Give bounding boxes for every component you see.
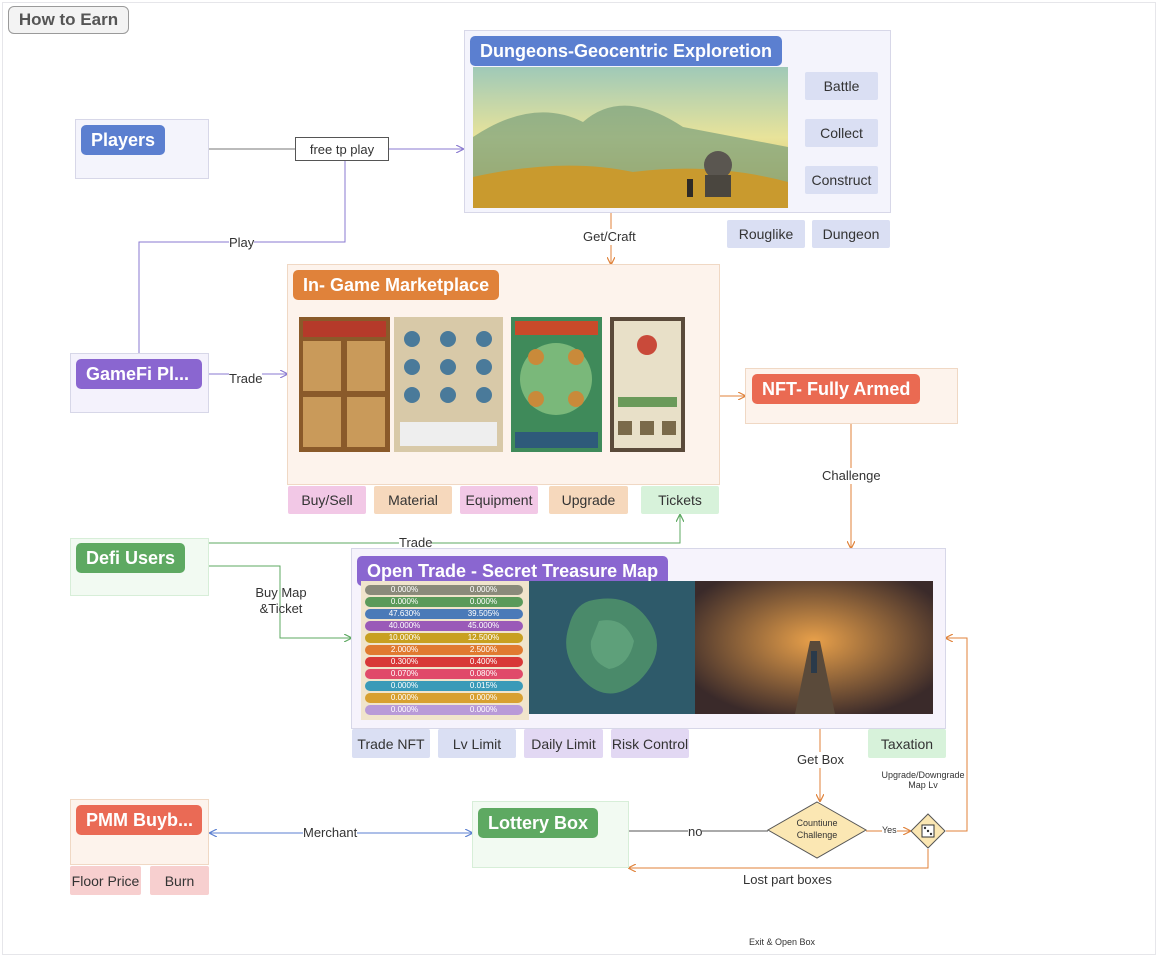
rate-a: 0.000%: [390, 597, 419, 606]
rate-a: 0.070%: [390, 669, 419, 678]
players-title[interactable]: Players: [81, 125, 166, 155]
tag-material[interactable]: Material: [374, 486, 452, 514]
rate-row: 0.070% 0.080%: [365, 669, 523, 679]
action-collect[interactable]: Collect: [805, 119, 878, 147]
buy-map-label: Buy Map &Ticket: [255, 585, 307, 616]
tag-equipment[interactable]: Equipment: [460, 486, 538, 514]
rate-a: 0.300%: [390, 657, 419, 666]
line-lost: [629, 849, 929, 868]
continue-challenge-diamond[interactable]: Countiune Challenge: [767, 801, 867, 859]
rate-b: 0.000%: [469, 693, 498, 702]
dungeons-landscape-image: [473, 67, 788, 208]
rate-row: 10.000% 12.500%: [365, 633, 523, 643]
rate-b: 2.500%: [469, 645, 498, 654]
rate-row: 0.000% 0.000%: [365, 705, 523, 715]
shop-screenshot-2: [394, 317, 503, 452]
action-battle[interactable]: Battle: [805, 72, 878, 100]
rate-a: 0.000%: [390, 693, 419, 702]
lost-label: Lost part boxes: [743, 872, 832, 888]
get-box-label: Get Box: [797, 752, 844, 768]
shop-screenshot-3: [511, 317, 602, 452]
rate-row: 0.000% 0.000%: [365, 693, 523, 703]
rate-row: 0.000% 0.000%: [365, 585, 523, 595]
rate-row: 47.630% 39.505%: [365, 609, 523, 619]
pmm-title[interactable]: PMM Buyb...: [76, 805, 202, 835]
rate-row: 2.000% 2.500%: [365, 645, 523, 655]
rate-b: 0.015%: [469, 681, 498, 690]
tag-upgrade[interactable]: Upgrade: [549, 486, 628, 514]
tag-trade-nft[interactable]: Trade NFT: [352, 729, 430, 758]
line-defi-trade: [209, 515, 680, 544]
defi-title[interactable]: Defi Users: [76, 543, 186, 573]
rate-b: 0.000%: [469, 585, 498, 594]
mode-rouglike[interactable]: Rouglike: [727, 220, 805, 248]
rate-a: 0.000%: [390, 705, 419, 714]
gamefi-title[interactable]: GameFi Pl...: [76, 359, 202, 389]
nft-title[interactable]: NFT- Fully Armed: [752, 374, 921, 404]
rate-b: 39.505%: [467, 609, 500, 618]
mode-dungeon[interactable]: Dungeon: [812, 220, 890, 248]
tag-taxation[interactable]: Taxation: [868, 729, 946, 758]
tag-daily-limit[interactable]: Daily Limit: [524, 729, 603, 758]
get-craft-label: Get/Craft: [583, 229, 636, 245]
upgrade-label: Upgrade/Downgrade Map Lv: [881, 770, 965, 790]
rate-a: 0.000%: [390, 681, 419, 690]
tag-tickets[interactable]: Tickets: [641, 486, 719, 514]
challenge-label: Challenge: [822, 468, 881, 484]
rate-a: 10.000%: [388, 633, 421, 642]
rate-b: 0.000%: [469, 597, 498, 606]
line-upgrade-loop: [946, 638, 968, 832]
dungeon-bridge-image: [695, 581, 933, 714]
rate-row: 0.000% 0.015%: [365, 681, 523, 691]
free-play-node[interactable]: free tp play: [295, 137, 389, 161]
tag-buy-sell[interactable]: Buy/Sell: [288, 486, 366, 514]
tag-lv-limit[interactable]: Lv Limit: [438, 729, 516, 758]
trade-defi-label: Trade: [399, 535, 433, 551]
rate-b: 0.000%: [469, 705, 498, 714]
rate-row: 0.300% 0.400%: [365, 657, 523, 667]
rate-row: 0.000% 0.000%: [365, 597, 523, 607]
tag-risk-control[interactable]: Risk Control: [611, 729, 689, 758]
page-title[interactable]: How to Earn: [8, 6, 129, 34]
trade-gamefi-label: Trade: [229, 371, 263, 387]
lottery-title[interactable]: Lottery Box: [478, 808, 599, 838]
rate-a: 2.000%: [390, 645, 419, 654]
no-label: no: [688, 824, 703, 840]
tag-burn[interactable]: Burn: [150, 866, 209, 895]
rate-b: 0.400%: [469, 657, 498, 666]
treasure-map-image: [529, 581, 695, 714]
action-construct[interactable]: Construct: [805, 166, 878, 194]
rate-b: 45.000%: [467, 621, 500, 630]
rate-a: 0.000%: [390, 585, 419, 594]
marketplace-title[interactable]: In- Game Marketplace: [293, 270, 500, 300]
rate-row: 40.000% 45.000%: [365, 621, 523, 631]
merchant-label: Merchant: [303, 825, 358, 841]
rate-b: 12.500%: [467, 633, 500, 642]
rates-table: 0.000% 0.000% 0.000% 0.000% 47.630% 39.505%…: [361, 581, 529, 720]
continue-challenge-label: Countiune Challenge: [796, 818, 838, 840]
shop-screenshot-1: [299, 317, 390, 452]
exit-open-box-label: Exit & Open Box: [749, 937, 816, 947]
dice-icon[interactable]: [910, 813, 946, 849]
rate-b: 0.080%: [469, 669, 498, 678]
dungeons-title[interactable]: Dungeons-Geocentric Exploretion: [470, 36, 783, 66]
rate-a: 47.630%: [388, 609, 421, 618]
shop-screenshot-4: [610, 317, 685, 452]
play-label: Play: [229, 235, 255, 251]
yes-label: Yes: [882, 825, 897, 835]
rate-a: 40.000%: [388, 621, 421, 630]
line-defi-buymap: [209, 565, 351, 638]
tag-floor-price[interactable]: Floor Price: [70, 866, 141, 895]
